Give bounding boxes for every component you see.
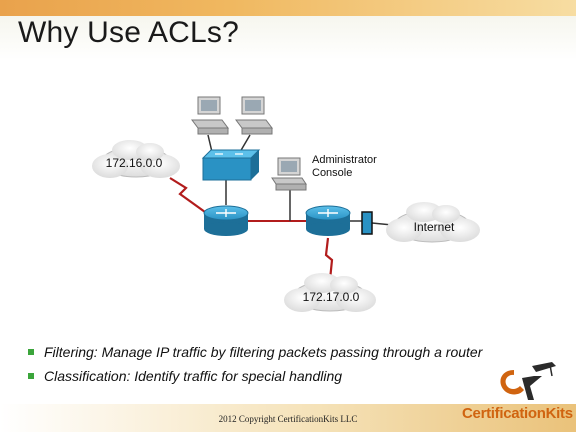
net-a-label: 172.16.0.0: [106, 156, 163, 170]
footer-brand: CertificationKits: [462, 405, 573, 422]
slide-title: Why Use ACLs?: [18, 16, 240, 49]
bullet-text: Classification: Identify traffic for spe…: [44, 368, 343, 384]
footer-band: [0, 404, 576, 432]
footer-copyright: 2012 Copyright CertificationKits LLC: [218, 414, 358, 424]
pc-icon-1: [191, 96, 229, 135]
switch-icon: [201, 149, 261, 181]
admin-label-line2: Console: [312, 167, 352, 179]
admin-label-line1: Administrator: [312, 154, 377, 166]
bullet-item: Classification: Identify traffic for spe…: [26, 364, 566, 388]
bullet-list: Filtering: Manage IP traffic by filterin…: [26, 340, 566, 388]
bullet-square-icon: [28, 373, 34, 379]
bullet-text: Filtering: Manage IP traffic by filterin…: [44, 344, 483, 360]
serial-link-net-b: [324, 237, 334, 281]
net-b-label: 172.17.0.0: [303, 290, 360, 304]
router-icon-right: [305, 205, 351, 236]
internet-label: Internet: [414, 220, 455, 234]
ck-logo-icon: [500, 362, 556, 400]
top-accent-band: [0, 0, 576, 16]
cloud-net-a: 172.16.0.0: [92, 140, 180, 178]
title-band: [0, 16, 576, 60]
router-icon-left: [203, 205, 249, 236]
admin-console-pc-icon: [271, 157, 307, 191]
bullet-square-icon: [28, 349, 34, 355]
cloud-internet: Internet: [386, 202, 480, 243]
cloud-net-b: 172.17.0.0: [284, 273, 376, 312]
bullet-item: Filtering: Manage IP traffic by filterin…: [26, 340, 566, 364]
pc-icon-2: [235, 96, 273, 135]
serial-link-net-a: [169, 177, 206, 213]
interface-block-icon: [361, 211, 373, 235]
network-diagram: 172.16.0.0 172.17.0.0 Internet: [92, 96, 480, 312]
